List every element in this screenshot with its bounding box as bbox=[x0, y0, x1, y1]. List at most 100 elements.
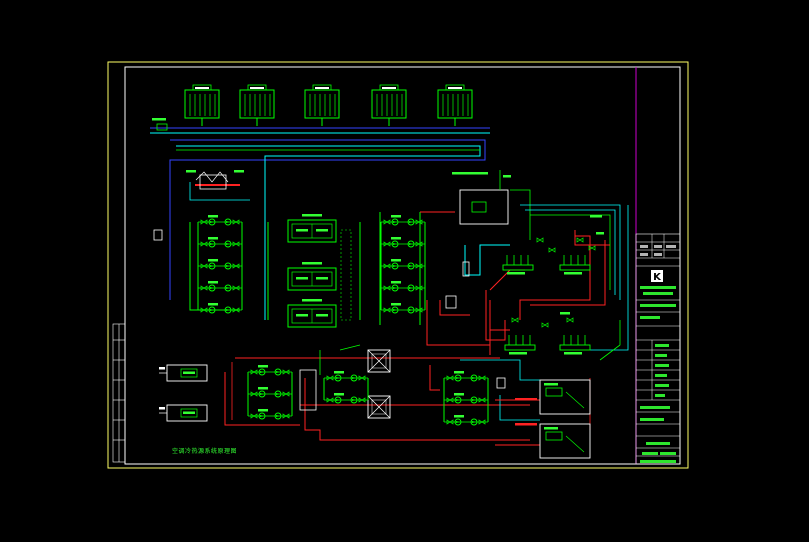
hw-riser bbox=[489, 329, 510, 355]
valve-icon bbox=[232, 285, 240, 291]
chilled-water-pump-bank bbox=[380, 221, 426, 311]
right-red-2 bbox=[519, 235, 591, 320]
pump-icon bbox=[274, 390, 282, 398]
pump-icon bbox=[334, 374, 342, 382]
pump-icon bbox=[258, 368, 266, 376]
label-text-bar bbox=[334, 393, 344, 396]
pump-icon bbox=[391, 284, 399, 292]
valve-icon bbox=[232, 307, 240, 313]
pump-icon bbox=[407, 262, 415, 270]
label-text-bar bbox=[509, 352, 527, 355]
label-text-bar bbox=[296, 277, 308, 280]
title-block: K bbox=[635, 233, 681, 465]
makeup-water-tank bbox=[156, 123, 168, 131]
pump-icon bbox=[224, 262, 232, 270]
equipment-layer bbox=[152, 84, 604, 459]
heating-pump-bank-left bbox=[247, 371, 293, 417]
title-text-bar bbox=[655, 344, 669, 347]
pump-icon bbox=[350, 396, 358, 404]
label-text-bar bbox=[334, 371, 344, 374]
label-text-bar bbox=[183, 371, 195, 374]
label-text-bar bbox=[208, 303, 218, 306]
pump-icon bbox=[470, 418, 478, 426]
chiller-icon bbox=[287, 219, 337, 243]
expansion-tank-icon bbox=[195, 171, 229, 190]
valve-icon bbox=[250, 391, 258, 397]
cooling-tower-icon bbox=[239, 84, 275, 126]
boiler-icon bbox=[159, 404, 208, 422]
label-text-bar bbox=[152, 118, 166, 121]
pump-icon bbox=[470, 374, 478, 382]
chiller-icon bbox=[287, 267, 337, 291]
title-text-bar bbox=[666, 245, 676, 248]
cooling-tower-icon bbox=[304, 84, 340, 126]
label-text-bar bbox=[183, 411, 195, 414]
control-line bbox=[510, 189, 531, 240]
label-text-bar bbox=[454, 415, 464, 418]
manifold-icon bbox=[502, 255, 534, 271]
pump-icon bbox=[274, 412, 282, 420]
plate-heat-exchanger-icon bbox=[367, 395, 391, 419]
title-text-bar bbox=[640, 253, 648, 256]
valve-icon bbox=[383, 307, 391, 313]
chw-supply-branch bbox=[439, 300, 470, 316]
label-text-bar bbox=[208, 281, 218, 284]
label-text-bar bbox=[302, 262, 322, 265]
title-text-bar bbox=[655, 374, 667, 377]
valve-icon bbox=[566, 317, 574, 323]
title-text-bar bbox=[640, 304, 676, 307]
valve-icon bbox=[541, 322, 549, 328]
manifold-icon bbox=[504, 335, 536, 351]
air-separator bbox=[496, 377, 506, 389]
valve-icon bbox=[232, 241, 240, 247]
pump-icon bbox=[407, 306, 415, 314]
pump-icon bbox=[391, 218, 399, 226]
valve-icon bbox=[282, 369, 290, 375]
label-text-bar bbox=[316, 314, 328, 317]
revision-stamp-block bbox=[112, 323, 126, 463]
heating-pump-bank-mid bbox=[323, 377, 369, 401]
label-text-bar bbox=[258, 365, 268, 368]
label-text-bar bbox=[544, 427, 558, 430]
manifold-icon bbox=[559, 335, 591, 351]
title-text-bar bbox=[640, 406, 670, 409]
label-text-bar bbox=[590, 215, 602, 218]
title-text-bar bbox=[642, 452, 658, 455]
pump-icon bbox=[391, 262, 399, 270]
valve-icon bbox=[326, 397, 334, 403]
control-cabinet bbox=[459, 170, 509, 225]
pump-icon bbox=[454, 396, 462, 404]
label-text-bar bbox=[186, 170, 196, 173]
dosing-device bbox=[445, 295, 457, 309]
water-treatment-unit bbox=[153, 229, 163, 241]
pump-icon bbox=[407, 240, 415, 248]
chiller-icon bbox=[287, 304, 337, 328]
valve-icon bbox=[511, 317, 519, 323]
valve-icon bbox=[415, 241, 423, 247]
title-block-border bbox=[635, 233, 681, 465]
cooling-tower-icon bbox=[437, 84, 473, 126]
label-text-bar bbox=[391, 259, 401, 262]
title-text-bar bbox=[646, 442, 670, 445]
label-text-bar bbox=[234, 170, 244, 173]
valve-icon bbox=[446, 375, 454, 381]
valve-icon bbox=[536, 237, 544, 243]
valve-icon bbox=[383, 285, 391, 291]
hw-branch bbox=[429, 365, 440, 391]
pump-icon bbox=[258, 390, 266, 398]
distribution-red-1 bbox=[485, 290, 506, 341]
label-text-bar bbox=[296, 229, 308, 232]
label-text-bar bbox=[454, 371, 464, 374]
logo-letter: K bbox=[653, 272, 662, 283]
pump-icon bbox=[334, 396, 342, 404]
plate-heat-exchanger-icon bbox=[367, 349, 391, 373]
label-text-bar bbox=[515, 423, 537, 426]
title-text-bar bbox=[643, 292, 673, 295]
valve-icon bbox=[358, 375, 366, 381]
label-text-bar bbox=[159, 407, 165, 410]
company-logo-icon bbox=[651, 270, 663, 282]
valve-icon bbox=[200, 241, 208, 247]
pump-icon bbox=[454, 418, 462, 426]
title-text-bar bbox=[640, 245, 648, 248]
valve-icon bbox=[200, 307, 208, 313]
